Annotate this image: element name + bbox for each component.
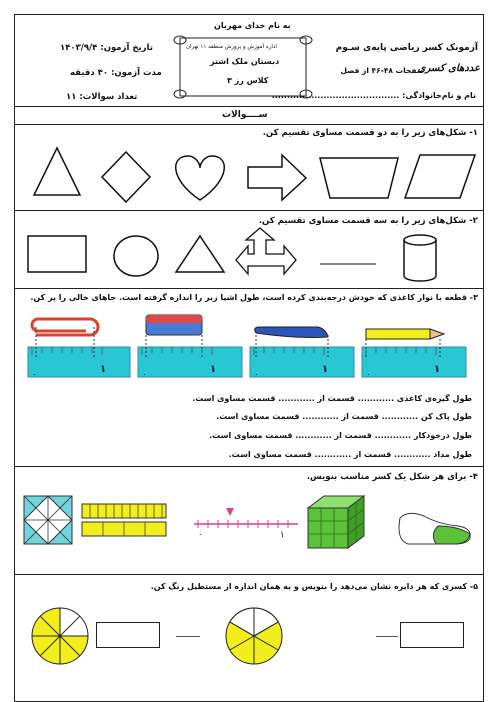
arrow-shape	[247, 153, 308, 202]
scroll-line-3: کلاس رز ۳	[227, 76, 269, 85]
folded-square-figure	[23, 495, 73, 545]
ruler-zero-label: ۰	[32, 370, 37, 380]
question-1-shapes	[32, 146, 477, 204]
question-1-text: ۱- شکل‌های زیر را به دو قسمت مساوی تقسیم…	[262, 128, 478, 138]
question-4-figures	[23, 495, 471, 549]
fraction-circle-left	[31, 607, 89, 665]
fraction-circle-right	[225, 607, 283, 665]
number-line-figure	[194, 508, 298, 528]
triangle-shape	[174, 234, 226, 273]
answer-line-right[interactable]	[376, 636, 398, 637]
question-2-shapes	[27, 227, 437, 282]
ruler-one-label: ۱	[434, 364, 441, 375]
divider	[14, 466, 484, 467]
ruler-one-label: ۱	[322, 364, 329, 375]
scroll-line-2: دبستان ملک اشتر	[210, 57, 280, 66]
student-name-field[interactable]: نام و نام‌خانوادگی: ....................…	[271, 91, 476, 100]
question-3-text: ۳- قطعه با نوار کاغذی که خودش درجه‌بندی …	[30, 293, 478, 302]
question-2-text: ۲- شکل‌های زیر را به سه قسمت مساوی تقسیم…	[258, 216, 478, 226]
divider	[14, 106, 484, 107]
number-line-one: ۱	[280, 530, 285, 540]
pen-cap-ruler	[249, 326, 355, 378]
paperclip-ruler	[27, 317, 131, 378]
answer-line-left[interactable]	[176, 636, 200, 637]
fraction-rectangle-right[interactable]	[400, 622, 464, 648]
green-cubes-figure	[306, 495, 366, 549]
questions-heading: ســــوالات	[222, 110, 268, 120]
divider	[14, 210, 484, 211]
rhombus-shape	[100, 150, 152, 204]
measure-line-eraser[interactable]: طول پاک کن ............ قسمت از ........…	[216, 412, 472, 421]
ruler-zero-label: ۰	[366, 370, 371, 380]
ruler-zero-label: ۰	[254, 370, 259, 380]
bismillah: به نام خدای مهربان	[214, 21, 291, 30]
measure-line-paperclip[interactable]: طول گیره‌ی کاغذی ............ قسمت از ..…	[192, 394, 472, 403]
exam-duration: مدت آزمون: ۴۰ دقیقه	[70, 68, 162, 78]
measure-line-pen-cap[interactable]: طول درخودکار ............ قسمت از ......…	[209, 431, 472, 440]
bar-strips-figure	[81, 503, 167, 537]
measure-line-pencil[interactable]: طول مداد ............ قسمت از ..........…	[228, 450, 472, 459]
rectangle-shape	[27, 235, 87, 273]
fraction-rectangle-left[interactable]	[96, 622, 160, 648]
scroll-ornament	[173, 35, 313, 99]
number-line-zero: ۰	[198, 530, 203, 540]
divider	[14, 288, 484, 289]
divider	[14, 124, 484, 125]
parallelogram-shape	[403, 154, 477, 199]
pages-reference: صفحات ۴۸-۴۶ از فصل	[340, 66, 424, 75]
chapter-title: عددهای کسری	[417, 63, 480, 74]
circle-shape	[113, 235, 159, 277]
pencil-ruler	[361, 328, 467, 378]
exam-title: آزمونک کسر ریاضی پایه‌ی سـوم	[335, 43, 478, 53]
question-4-text: ۴- برای هر شکل یک کسر مناسب بنویس.	[306, 472, 478, 482]
arrows-shape	[235, 227, 297, 276]
trapezoid-shape	[319, 157, 399, 199]
ruler-zero-label: ۰	[142, 370, 147, 380]
ruler-one-label: ۱	[100, 364, 107, 375]
exam-date: تاریخ آزمون: ۱۴۰۳/۹/۴	[60, 43, 153, 53]
scroll-line-1: اداره آموزش و پرورش منطقه ۱۱ تهران	[186, 44, 277, 50]
cylinder-shape	[403, 234, 437, 282]
shoe-figure	[398, 512, 471, 545]
divider	[14, 574, 484, 575]
heart-shape	[174, 155, 226, 201]
triangle-shape	[32, 146, 82, 196]
eraser-ruler	[137, 314, 243, 378]
ruler-one-label: ۱	[210, 364, 217, 375]
question-3-rulers	[27, 314, 467, 378]
question-count: تعداد سوالات: ۱۱	[66, 92, 138, 102]
question-5-text: ۵- کسری که هر دایره نشان می‌دهد را بنویس…	[150, 582, 478, 591]
